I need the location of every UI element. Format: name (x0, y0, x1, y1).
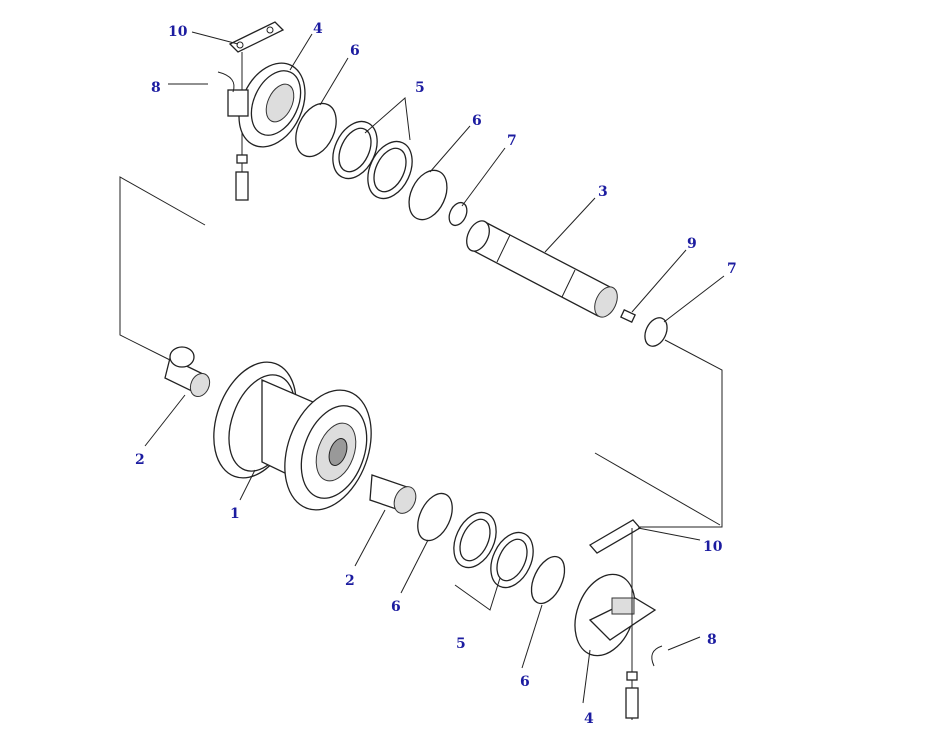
callout-8: 8 (707, 632, 717, 648)
o-rings-seals-bottom (417, 492, 566, 605)
bushing-right (369, 474, 417, 514)
leader-lines (144, 31, 725, 704)
collar-bottom (574, 573, 657, 657)
assembly-lines (119, 176, 723, 528)
callout-6: 6 (520, 674, 530, 690)
callout-7: 7 (507, 133, 517, 149)
snap-ring-bottom (651, 645, 663, 667)
callout-4: 4 (313, 21, 323, 37)
callout-6: 6 (391, 599, 401, 615)
plug (620, 308, 636, 324)
callout-6: 6 (350, 43, 360, 59)
callout-9: 9 (687, 236, 697, 252)
o-rings-seals-top (295, 102, 468, 227)
callout-labels: 10 4 6 8 5 6 7 3 9 7 2 1 2 6 5 6 4 10 8 (135, 21, 737, 727)
callout-10: 10 (703, 539, 723, 555)
collar-top (227, 62, 306, 148)
callout-6: 6 (472, 113, 482, 129)
callout-8: 8 (151, 80, 161, 96)
callout-7: 7 (727, 261, 737, 277)
callout-5: 5 (415, 80, 425, 96)
shaft (466, 220, 618, 318)
callout-3: 3 (598, 184, 608, 200)
lock-plate-bottom (588, 519, 642, 720)
callout-2: 2 (345, 573, 355, 589)
bushing-left (164, 346, 211, 398)
callout-2: 2 (135, 452, 145, 468)
callout-10: 10 (168, 24, 188, 40)
callout-5: 5 (456, 636, 466, 652)
snap-ring-top (217, 71, 235, 93)
callout-4: 4 (584, 711, 594, 727)
o-ring-small (644, 317, 668, 347)
callout-1: 1 (230, 506, 240, 522)
roller (213, 361, 372, 511)
